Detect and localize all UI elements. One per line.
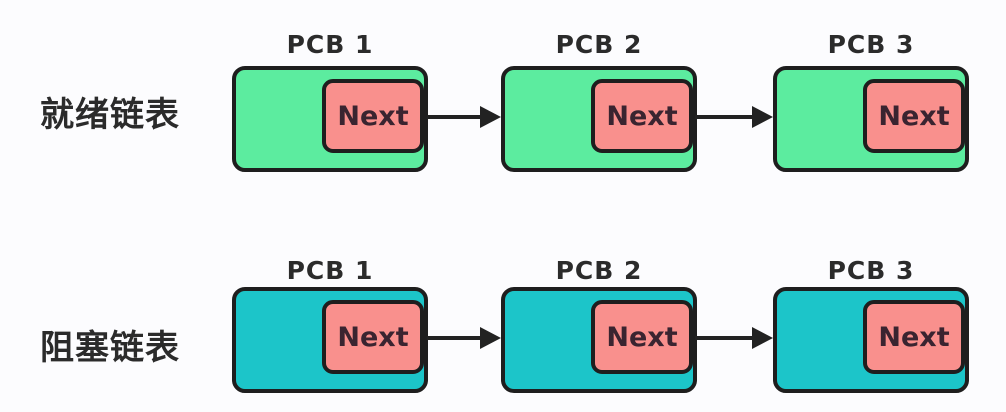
- arrow-blocked-2-to-3: [695, 326, 773, 350]
- blocked-pcb2-box: Next: [501, 287, 697, 393]
- ready-pcb3-title: PCB 3: [827, 30, 915, 59]
- blocked-pcb3-title: PCB 3: [827, 256, 915, 285]
- arrow-head-icon: [752, 327, 773, 349]
- arrow-ready-2-to-3: [695, 105, 773, 129]
- ready-pcb2-next-pointer: Next: [591, 79, 693, 153]
- blocked-pcb2-title: PCB 2: [555, 256, 643, 285]
- blocked-pcb2-node: PCB 2 Next: [501, 257, 697, 393]
- arrow-line: [695, 336, 752, 340]
- blocked-pcb1-next-pointer: Next: [322, 300, 424, 374]
- blocked-pcb3-node: PCB 3 Next: [773, 257, 969, 393]
- blocked-pcb3-box: Next: [773, 287, 969, 393]
- ready-pcb2-node: PCB 2 Next: [501, 31, 697, 172]
- ready-pcb3-node: PCB 3 Next: [773, 31, 969, 172]
- ready-list-label: 就绪链表: [40, 95, 180, 135]
- blocked-pcb3-next-pointer: Next: [863, 300, 965, 374]
- ready-pcb3-box: Next: [773, 66, 969, 172]
- arrow-line: [695, 115, 752, 119]
- arrow-line: [427, 115, 480, 119]
- blocked-pcb2-next-pointer: Next: [591, 300, 693, 374]
- ready-pcb1-title: PCB 1: [286, 30, 374, 59]
- blocked-pcb1-node: PCB 1 Next: [232, 257, 428, 393]
- ready-pcb1-next-pointer: Next: [322, 79, 424, 153]
- ready-pcb1-node: PCB 1 Next: [232, 31, 428, 172]
- ready-pcb2-box: Next: [501, 66, 697, 172]
- ready-pcb1-box: Next: [232, 66, 428, 172]
- arrow-head-icon: [480, 106, 501, 128]
- ready-pcb3-next-pointer: Next: [863, 79, 965, 153]
- arrow-ready-1-to-2: [427, 105, 501, 129]
- blocked-list-label: 阻塞链表: [40, 328, 180, 368]
- arrow-head-icon: [752, 106, 773, 128]
- arrow-line: [427, 336, 480, 340]
- ready-pcb2-title: PCB 2: [555, 30, 643, 59]
- arrow-head-icon: [480, 327, 501, 349]
- arrow-blocked-1-to-2: [427, 326, 501, 350]
- blocked-pcb1-title: PCB 1: [286, 256, 374, 285]
- blocked-pcb1-box: Next: [232, 287, 428, 393]
